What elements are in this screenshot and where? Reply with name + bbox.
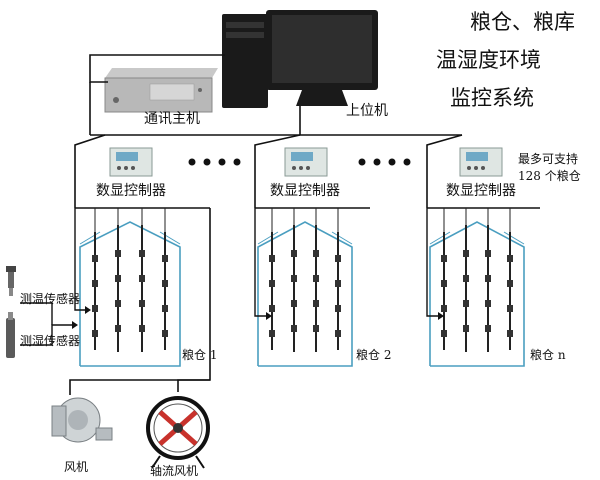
silo-n-label: 粮仓 n	[530, 348, 566, 362]
silo-1-label: 粮仓 1	[182, 348, 218, 362]
sensor-cables-n	[443, 225, 511, 352]
axial-fan-icon	[146, 396, 210, 469]
max-support-line-1: 最多可支持	[518, 152, 579, 166]
blower-label: 风机	[64, 460, 89, 474]
computer-icon	[222, 10, 378, 108]
ellipsis-dots-2	[358, 158, 411, 166]
silo-1	[79, 208, 181, 367]
sensor-arrows	[20, 208, 85, 346]
sensor-cables-1	[94, 225, 166, 352]
ellipsis-dots-1	[188, 158, 241, 166]
controller-n-label: 数显控制器	[446, 183, 516, 199]
blower-icon	[51, 397, 113, 443]
comm-host-icon	[104, 68, 218, 113]
humidity-sensor-icon	[6, 312, 15, 358]
arrow-head-silo1	[85, 306, 91, 314]
title-line-2: 温湿度环境	[436, 48, 541, 72]
sensor-cables-2	[271, 225, 339, 352]
temp-sensor-label: 测温传感器	[20, 292, 81, 306]
comm-host-label: 通讯主机	[144, 111, 200, 127]
upper-pc-label: 上位机	[346, 103, 388, 119]
title-line-3: 监控系统	[450, 86, 534, 110]
controller-2-label: 数显控制器	[270, 183, 340, 199]
controller-1-icon	[109, 147, 153, 177]
humidity-sensor-label: 测湿传感器	[20, 334, 81, 348]
axial-fan-label: 轴流风机	[150, 464, 199, 478]
controller-n-icon	[459, 147, 503, 177]
controller-1-label: 数显控制器	[96, 183, 166, 199]
silo-n	[426, 208, 525, 367]
controller-2-icon	[284, 147, 328, 177]
silo-2	[254, 208, 353, 367]
max-support-line-2: 128 个粮仓	[518, 169, 581, 183]
arrow-head-sensors	[72, 321, 78, 329]
bus-lines	[69, 54, 540, 395]
silo-2-label: 粮仓 2	[356, 348, 392, 362]
temp-sensor-icon	[6, 266, 16, 296]
title-line-1: 粮仓、粮库	[470, 10, 575, 34]
